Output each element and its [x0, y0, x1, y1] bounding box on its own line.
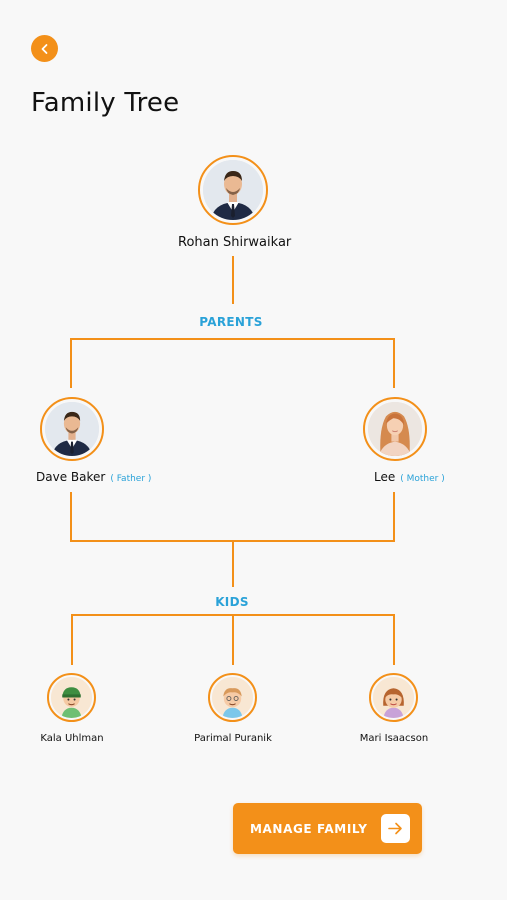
kid-avatar[interactable]: [208, 673, 257, 722]
father-avatar[interactable]: [40, 397, 104, 461]
man-portrait-icon: [203, 160, 263, 220]
connector-line: [393, 492, 395, 541]
father-name-row: Dave Baker ( Father ): [36, 470, 151, 484]
self-avatar[interactable]: [198, 155, 268, 225]
mother-relation: ( Mother ): [400, 474, 445, 484]
kid-name: Mari Isaacson: [359, 733, 429, 744]
manage-family-label: MANAGE FAMILY: [250, 821, 368, 836]
mother-name: Lee: [374, 470, 396, 484]
kids-label: KIDS: [211, 595, 253, 609]
kid-name: Parimal Puranik: [194, 733, 272, 744]
man-portrait-icon: [45, 402, 99, 456]
back-button[interactable]: [31, 35, 58, 62]
kid-name: Kala Uhlman: [40, 733, 104, 744]
page-title: Family Tree: [31, 88, 180, 118]
chevron-left-icon: [41, 43, 47, 54]
girl-avatar-icon: [373, 677, 414, 718]
kid-avatar[interactable]: [47, 673, 96, 722]
self-name: Rohan Shirwaikar: [178, 235, 292, 250]
connector-line: [393, 338, 395, 388]
connector-line: [70, 338, 395, 340]
manage-family-button[interactable]: MANAGE FAMILY: [233, 803, 422, 854]
kid-avatar[interactable]: [369, 673, 418, 722]
connector-line: [232, 540, 234, 587]
parents-label: PARENTS: [195, 315, 267, 329]
connector-line: [70, 338, 72, 388]
mother-avatar[interactable]: [363, 397, 427, 461]
connector-line: [232, 614, 234, 665]
boy-avatar-icon: [212, 677, 253, 718]
connector-line: [393, 614, 395, 665]
mother-name-row: Lee ( Mother ): [374, 470, 445, 484]
boy-cap-avatar-icon: [51, 677, 92, 718]
woman-portrait-icon: [368, 402, 422, 456]
father-name: Dave Baker: [36, 470, 106, 484]
father-relation: ( Father ): [110, 474, 152, 484]
connector-line: [71, 614, 73, 665]
arrow-right-icon: [381, 814, 410, 843]
connector-line: [70, 492, 72, 541]
connector-line: [232, 256, 234, 304]
